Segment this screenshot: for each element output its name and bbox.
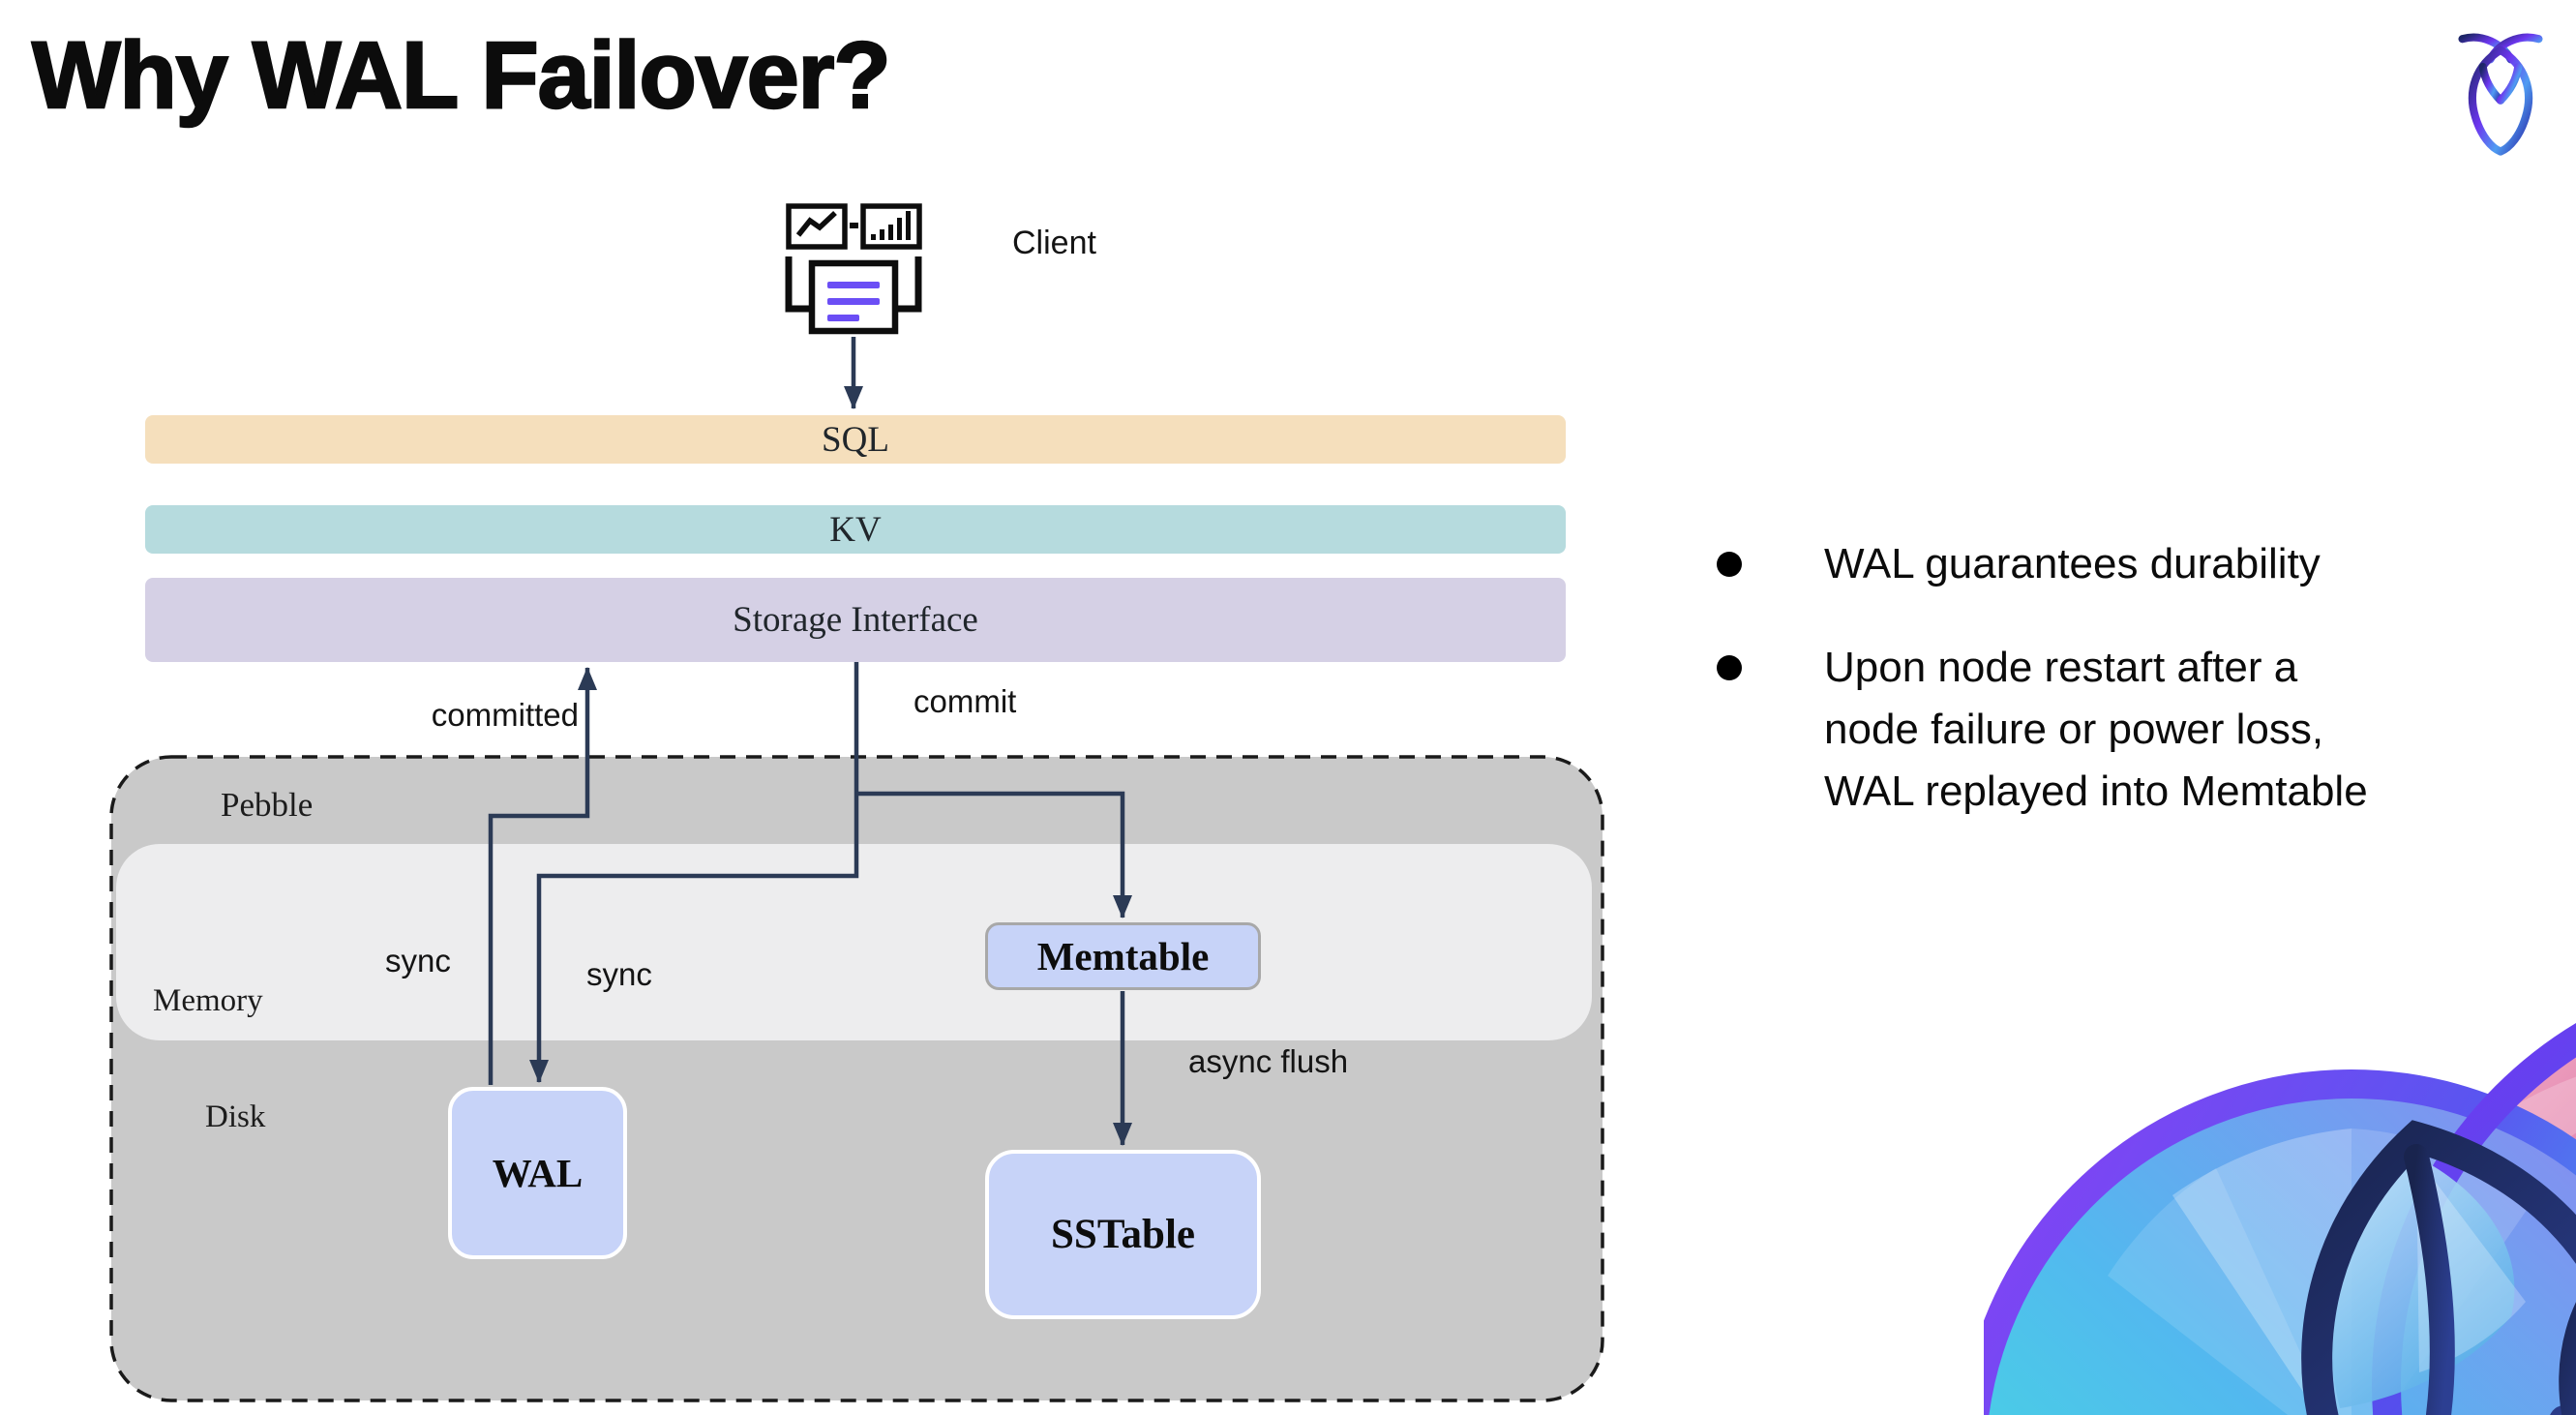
- line-chart-window-icon: [786, 203, 848, 250]
- bullet-text: WAL guarantees durability: [1824, 540, 2321, 587]
- page-title: Why WAL Failover?: [31, 21, 892, 129]
- cockroachdb-logo-icon: [2458, 33, 2543, 156]
- layer-kv: KV: [145, 505, 1566, 554]
- layer-sql-label: SQL: [822, 419, 889, 460]
- memtable-node-label: Memtable: [1036, 934, 1210, 978]
- edge-label-commit: commit: [914, 683, 1017, 719]
- edge-label-async-flush: async flush: [1188, 1043, 1349, 1079]
- sstable-node: SSTable: [985, 1150, 1261, 1319]
- layer-kv-label: KV: [829, 509, 882, 550]
- wal-node: WAL: [448, 1087, 627, 1259]
- sstable-node-label: SSTable: [1050, 1212, 1195, 1257]
- cockroach-brand-artwork: [1984, 1023, 2576, 1415]
- artwork-leaf-cluster: [2301, 1120, 2576, 1415]
- bullet-dot-icon: [1717, 552, 1742, 577]
- memtable-node: Memtable: [985, 922, 1261, 990]
- client-terminal-icon: [785, 203, 922, 335]
- artwork-purple-ring: [1984, 1069, 2576, 1415]
- layer-storage-interface: Storage Interface: [145, 578, 1566, 662]
- document-window-icon: [785, 256, 922, 335]
- list-item: WAL guarantees durability: [1717, 533, 2549, 595]
- edge-label-sync-right: sync: [586, 956, 652, 992]
- bullet-text: Upon node restart after a node failure o…: [1824, 644, 2368, 815]
- list-item: Upon node restart after a node failure o…: [1717, 637, 2549, 823]
- memory-label: Memory: [153, 983, 263, 1018]
- bullet-dot-icon: [1717, 655, 1742, 680]
- bar-chart-window-icon: [860, 203, 922, 250]
- wal-node-label: WAL: [492, 1151, 584, 1195]
- client-label: Client: [1012, 225, 1096, 261]
- bullet-list: WAL guarantees durability Upon node rest…: [1717, 533, 2549, 823]
- layer-sql: SQL: [145, 415, 1566, 464]
- memory-region: [116, 844, 1592, 1040]
- edge-label-sync-left: sync: [385, 943, 451, 978]
- pebble-label: Pebble: [221, 786, 314, 824]
- layer-storage-interface-label: Storage Interface: [733, 600, 978, 640]
- edge-label-committed: committed: [431, 697, 579, 733]
- disk-label: Disk: [205, 1099, 266, 1134]
